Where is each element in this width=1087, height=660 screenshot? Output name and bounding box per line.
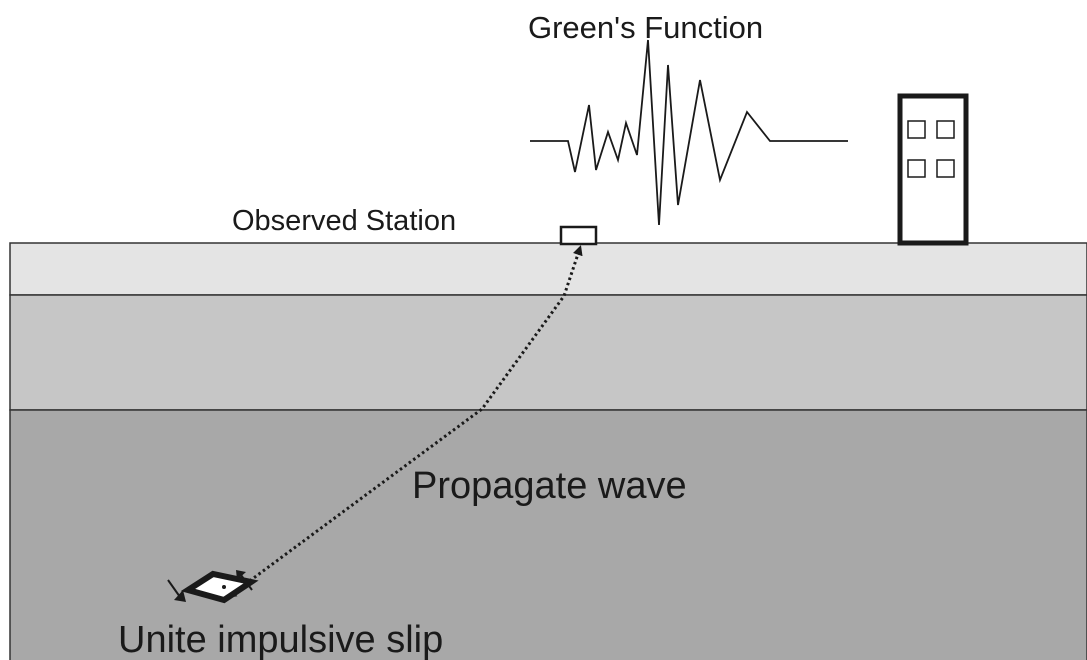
- top-layer: [9, 242, 1087, 296]
- building-icon: [897, 93, 969, 246]
- seismogram-waveform: [530, 39, 848, 226]
- propagate-wave-label: Propagate wave: [412, 465, 687, 507]
- fault-slip-icon: [167, 570, 259, 604]
- observed-station-icon: [559, 225, 598, 246]
- propagation-ray-arrow: [226, 245, 583, 599]
- greens-function-title: Green's Function: [528, 10, 763, 45]
- middle-layer: [9, 294, 1087, 411]
- unite-impulsive-slip-label: Unite impulsive slip: [118, 619, 443, 660]
- observed-station-label: Observed Station: [232, 205, 456, 237]
